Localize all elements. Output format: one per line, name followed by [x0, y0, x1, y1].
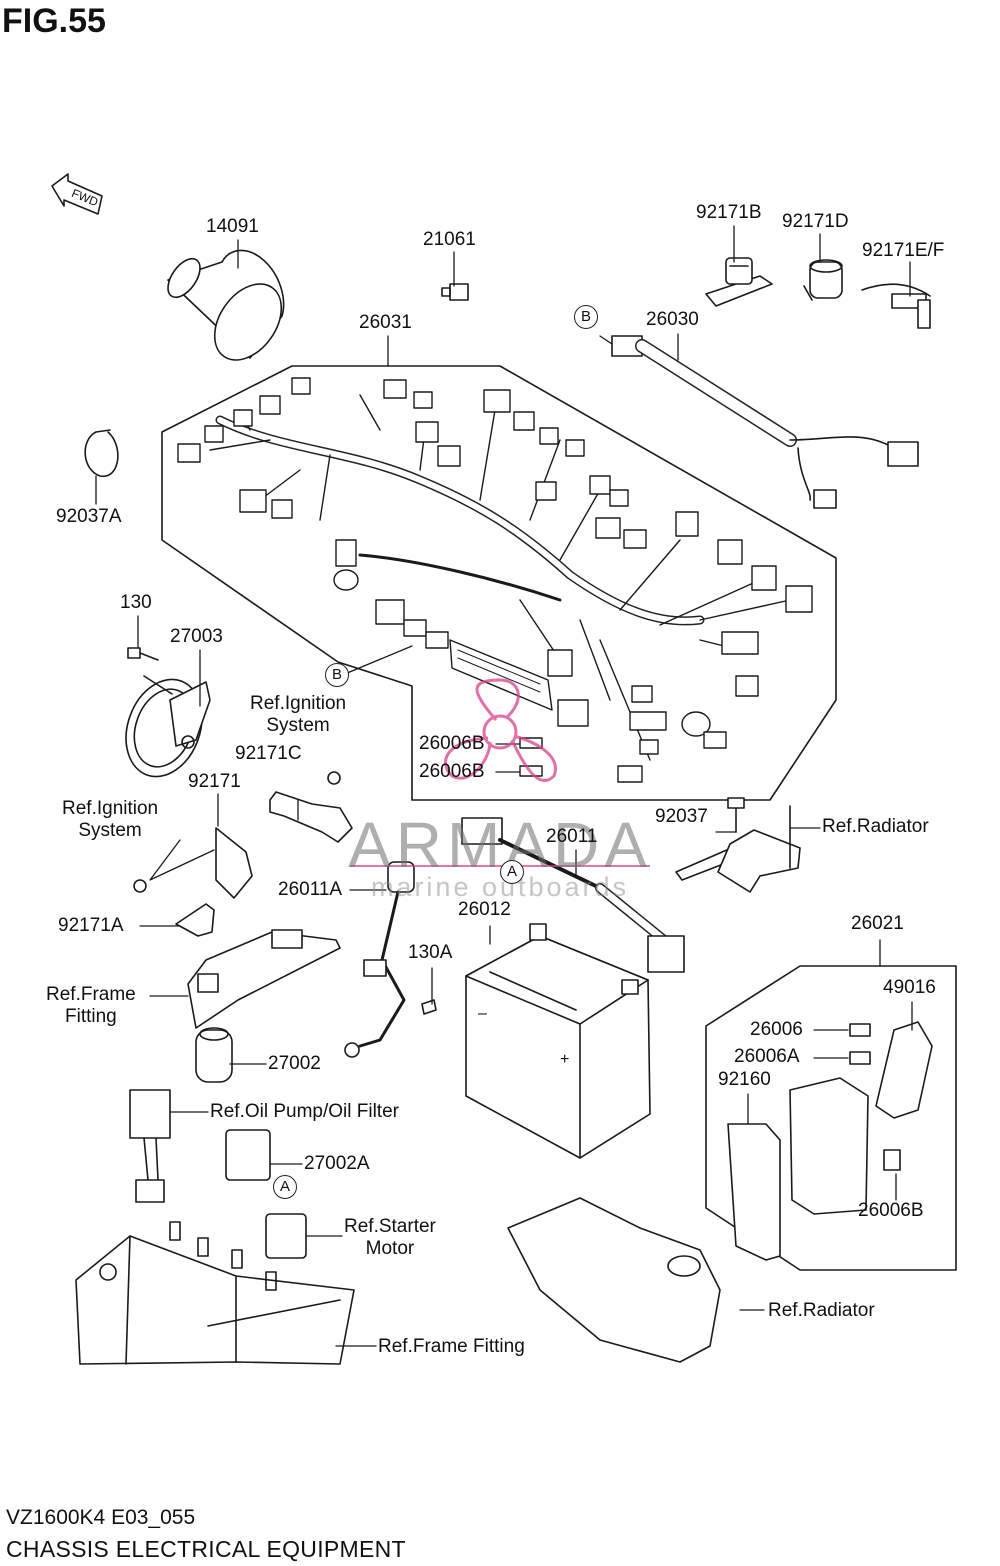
part-label-26030: 26030: [646, 309, 699, 330]
bracket-92171-drawing: [133, 827, 253, 899]
part-label-92171C: 92171C: [235, 743, 302, 764]
harness-26031-drawing: [177, 377, 813, 783]
watermark-brand: ARMADA: [348, 809, 652, 881]
part-label-26021: 26021: [851, 913, 904, 934]
part-label-92171A: 92171A: [58, 915, 124, 936]
part-label-14091: 14091: [206, 216, 259, 237]
relay-27002-drawing: [195, 1027, 233, 1083]
reservoir-tank-drawing: [507, 1197, 721, 1363]
figure-caption: CHASSIS ELECTRICAL EQUIPMENT: [6, 1536, 406, 1562]
ref-label-ignition-system-2: Ref.Ignition System: [62, 798, 159, 841]
part-label-21061: 21061: [423, 229, 476, 250]
part-label-26006A: 26006A: [734, 1046, 800, 1067]
band-92037A-drawing: [84, 431, 119, 477]
clamp-92171B-drawing: [705, 257, 773, 307]
ref-label-frame-fitting-1: Ref.Frame Fitting: [46, 984, 136, 1027]
ref-label-radiator-2: Ref.Radiator: [768, 1300, 875, 1321]
watermark-subtitle: marine outboards: [370, 872, 630, 902]
clamp-92171D-drawing: [803, 259, 843, 301]
part-label-26011: 26011: [546, 826, 598, 847]
callout-a-26011: A: [500, 860, 524, 884]
part-label-27002: 27002: [268, 1053, 321, 1074]
svg-text:+: +: [560, 1051, 569, 1068]
ref-label-ignition-system-1: Ref.Ignition System: [250, 693, 347, 736]
part-label-92171: 92171: [188, 771, 241, 792]
bracket-92171C-drawing: [269, 771, 353, 843]
oil-pump-connector-drawing: [129, 1089, 171, 1203]
part-label-27002A: 27002A: [304, 1153, 370, 1174]
plug-21061-drawing: [441, 283, 469, 301]
battery-case-drawing: [75, 1221, 355, 1365]
part-label-26006B-upper: 26006B: [419, 733, 485, 754]
clamp-92171EF-drawing: [861, 283, 931, 329]
part-label-49016: 49016: [883, 977, 936, 998]
leader-lines: [95, 225, 913, 1347]
ref-label-starter-motor: Ref.Starter Motor: [344, 1216, 436, 1259]
callout-b-26030: B: [574, 305, 598, 329]
part-label-130A: 130A: [408, 942, 453, 963]
part-label-26006B-fusebox: 26006B: [858, 1200, 924, 1221]
part-label-26012: 26012: [458, 899, 511, 920]
part-label-92171B: 92171B: [696, 202, 762, 223]
part-label-92171EF: 92171E/F: [862, 240, 945, 261]
clamp-92171A-drawing: [175, 903, 215, 937]
callout-b-26031: B: [325, 663, 349, 687]
relay-27002A-drawing: [225, 1129, 271, 1181]
part-label-92160: 92160: [718, 1069, 771, 1090]
battery-26012-drawing: – +: [465, 923, 651, 1159]
fwd-arrow-icon: FWD: [51, 173, 103, 215]
bracket-92160-drawing: [727, 1123, 781, 1261]
fuse-box-drawing: [789, 1021, 933, 1215]
bolt-130-drawing: [127, 647, 159, 661]
ref-label-frame-fitting-2: Ref.Frame Fitting: [378, 1336, 525, 1357]
cover-14091-drawing: [167, 249, 285, 361]
ref-label-oil-pump-oil-filter: Ref.Oil Pump/Oil Filter: [210, 1101, 399, 1122]
part-label-92171D: 92171D: [782, 211, 849, 232]
svg-text:–: –: [478, 1005, 487, 1022]
part-label-26011A: 26011A: [278, 879, 343, 900]
cable-26011A-drawing: [344, 861, 415, 1058]
figure-code: VZ1600K4 E03_055: [6, 1506, 196, 1529]
bracket-92037-drawing: [675, 797, 801, 893]
harness-26030-drawing: [611, 335, 919, 509]
part-label-92037: 92037: [655, 806, 708, 827]
part-label-92037A: 92037A: [56, 506, 122, 527]
bolt-130A-drawing: [421, 999, 437, 1015]
watermark-propeller-icon: [444, 678, 557, 783]
part-label-26006: 26006: [750, 1019, 803, 1040]
ref-label-radiator-1: Ref.Radiator: [822, 816, 929, 837]
figure-title: FIG.55: [2, 2, 106, 40]
part-label-26006B-lower: 26006B: [419, 761, 485, 782]
callout-a-starter: A: [273, 1175, 297, 1199]
frame-cover-drawing: [187, 929, 341, 1029]
starter-relay-drawing: [265, 1213, 307, 1259]
part-label-26031: 26031: [359, 312, 412, 333]
part-label-27003: 27003: [170, 626, 223, 647]
harness-26031-frame: [161, 365, 837, 801]
cable-26011-drawing: [461, 817, 685, 973]
part-label-130: 130: [120, 592, 152, 613]
fuse-box-26021-frame: [705, 965, 957, 1271]
